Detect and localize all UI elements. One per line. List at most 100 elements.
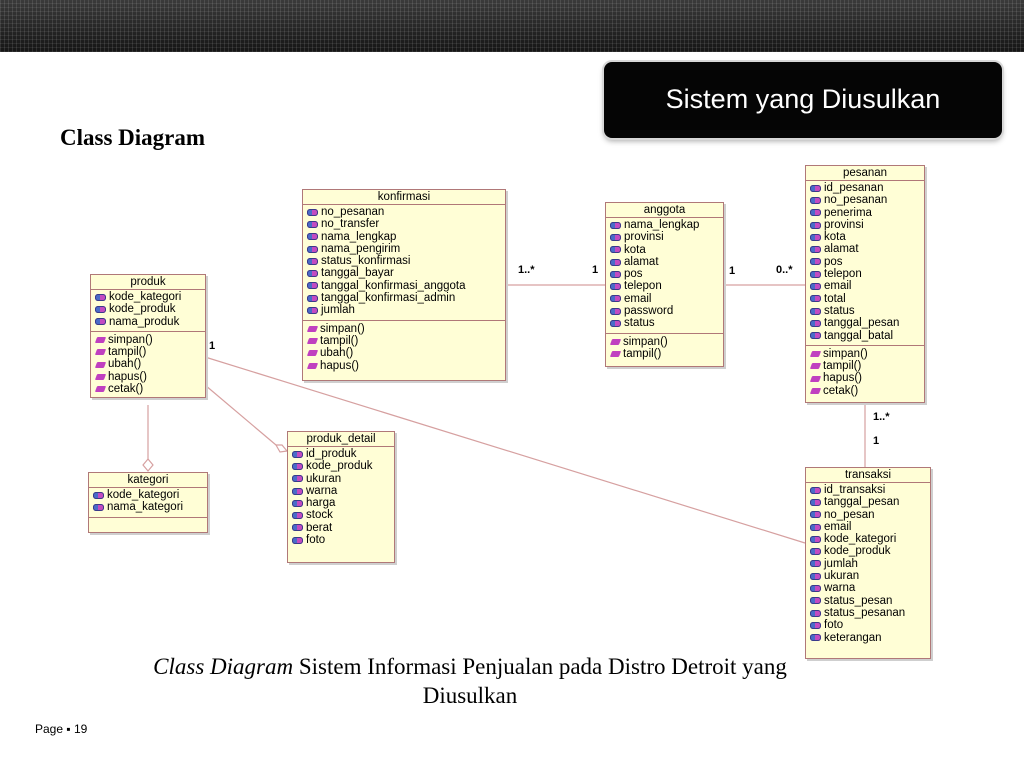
attribute-row: kode_produk xyxy=(91,303,205,315)
attribute-icon xyxy=(307,208,318,216)
attribute-icon xyxy=(610,270,621,278)
class-produk[interactable]: produk kode_kategori kode_produk nama_pr… xyxy=(90,274,206,399)
attribute-row: nama_kategori xyxy=(89,501,207,513)
attribute-row: kode_produk xyxy=(288,460,394,472)
class-pesanan[interactable]: pesanan id_pesanan no_pesanan penerima p… xyxy=(805,165,925,403)
multiplicity-label: 1 xyxy=(873,435,880,447)
attribute-row: tanggal_batal xyxy=(806,330,924,342)
attribute-icon xyxy=(810,560,821,568)
attribute-row: tanggal_bayar xyxy=(303,267,505,279)
attribute-icon xyxy=(810,319,821,327)
class-kategori[interactable]: kategori kode_kategori nama_kategori xyxy=(88,472,208,533)
attribute-icon xyxy=(610,283,621,291)
page-number: Page ▪ 19 xyxy=(35,722,88,736)
attribute-row: no_transfer xyxy=(303,218,505,230)
attribute-icon xyxy=(307,233,318,241)
attribute-icon xyxy=(810,221,821,229)
operation-icon xyxy=(94,373,107,380)
operation-row: tampil() xyxy=(606,348,723,360)
attribute-icon xyxy=(810,233,821,241)
attribute-row: jumlah xyxy=(806,558,930,570)
class-name: produk_detail xyxy=(288,432,394,447)
attribute-icon xyxy=(93,503,104,511)
attribute-row: no_pesanan xyxy=(806,194,924,206)
attribute-icon xyxy=(610,320,621,328)
attribute-icon xyxy=(292,487,303,495)
class-name: produk xyxy=(91,275,205,290)
class-name: pesanan xyxy=(806,166,924,181)
attribute-icon xyxy=(810,184,821,192)
attribute-icon xyxy=(810,523,821,531)
operation-icon xyxy=(809,363,822,370)
attribute-icon xyxy=(610,221,621,229)
operation-row: tampil() xyxy=(303,335,505,347)
attribute-icon xyxy=(810,548,821,556)
aggregation-diamond-produkdetail xyxy=(274,444,289,453)
attribute-row: telepon xyxy=(806,268,924,280)
attribute-row: stock xyxy=(288,509,394,521)
attribute-row: jumlah xyxy=(303,304,505,316)
attribute-row: warna xyxy=(806,582,930,594)
attribute-row: id_transaksi xyxy=(806,484,930,496)
attribute-row: kode_kategori xyxy=(806,533,930,545)
attribute-icon xyxy=(292,499,303,507)
operation-icon xyxy=(306,338,319,345)
assoc-produk-produkdetail xyxy=(204,384,277,446)
class-anggota[interactable]: anggota nama_lengkap provinsi kota alama… xyxy=(605,202,724,367)
operation-row: tampil() xyxy=(91,346,205,358)
attribute-icon xyxy=(292,536,303,544)
class-produk-detail[interactable]: produk_detail id_produk kode_produk ukur… xyxy=(287,431,395,563)
attribute-row: keterangan xyxy=(806,632,930,644)
attribute-row: ukuran xyxy=(806,570,930,582)
assoc-produk-transaksi xyxy=(204,356,806,544)
attribute-icon xyxy=(95,305,106,313)
attribute-row: no_pesanan xyxy=(303,206,505,218)
attribute-row: foto xyxy=(806,619,930,631)
attribute-row: kode_kategori xyxy=(91,291,205,303)
attribute-icon xyxy=(810,498,821,506)
operation-icon xyxy=(809,375,822,382)
attribute-row: pos xyxy=(606,268,723,280)
attribute-icon xyxy=(810,597,821,605)
attribute-icon xyxy=(810,307,821,315)
class-konfirmasi[interactable]: konfirmasi no_pesanan no_transfer nama_l… xyxy=(302,189,506,381)
attribute-icon xyxy=(810,270,821,278)
attribute-icon xyxy=(95,293,106,301)
attribute-row: email xyxy=(606,293,723,305)
attribute-row: kota xyxy=(606,244,723,256)
top-texture-bar xyxy=(0,0,1024,52)
attribute-row: alamat xyxy=(806,243,924,255)
attribute-icon xyxy=(810,209,821,217)
attribute-icon xyxy=(307,245,318,253)
page-heading: Class Diagram xyxy=(60,125,206,150)
operation-icon xyxy=(94,337,107,344)
attribute-icon xyxy=(307,257,318,265)
slide-title: Sistem yang Diusulkan xyxy=(665,84,941,114)
attribute-row: tanggal_pesan xyxy=(806,496,930,508)
attribute-row: status xyxy=(806,305,924,317)
operation-row: cetak() xyxy=(91,383,205,395)
attribute-icon xyxy=(307,282,318,290)
class-transaksi[interactable]: transaksi id_transaksi tanggal_pesan no_… xyxy=(805,467,931,659)
attribute-icon xyxy=(292,475,303,483)
attribute-icon xyxy=(810,585,821,593)
operation-row: hapus() xyxy=(91,371,205,383)
attribute-icon xyxy=(810,634,821,642)
attribute-row: provinsi xyxy=(806,219,924,231)
attribute-row: status xyxy=(606,317,723,329)
attribute-row: kode_produk xyxy=(806,545,930,557)
attribute-row: nama_lengkap xyxy=(303,231,505,243)
aggregation-diamond-kategori xyxy=(142,458,154,472)
attribute-icon xyxy=(610,246,621,254)
attribute-icon xyxy=(610,295,621,303)
attribute-icon xyxy=(810,511,821,519)
attribute-icon xyxy=(292,450,303,458)
attribute-row: berat xyxy=(288,522,394,534)
figure-caption: Class Diagram Sistem Informasi Penjualan… xyxy=(153,654,787,708)
attribute-icon xyxy=(810,486,821,494)
class-name: konfirmasi xyxy=(303,190,505,205)
attribute-row: id_pesanan xyxy=(806,182,924,194)
attribute-row: nama_produk xyxy=(91,316,205,328)
attribute-row: id_produk xyxy=(288,448,394,460)
operation-row: simpan() xyxy=(91,334,205,346)
